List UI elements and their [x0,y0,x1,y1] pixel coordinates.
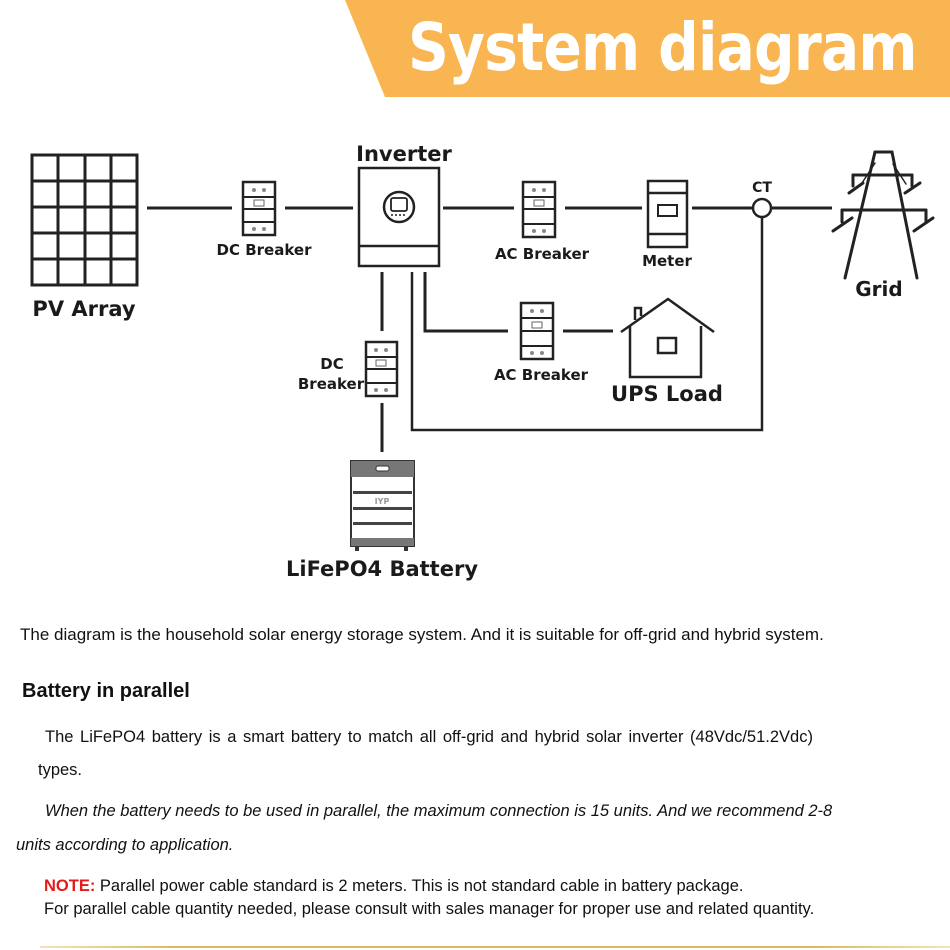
ct-label: CT [752,180,772,196]
ac-breaker-load-label: AC Breaker [494,366,589,384]
battery-label: LiFePO4 Battery [286,557,478,581]
wire-inverter-to-ac-breaker-load [423,272,508,333]
note-line-2: For parallel cable quantity needed, plea… [44,900,815,918]
ac-breaker-load-icon [519,301,555,361]
inverter-icon [357,166,441,268]
ct-sensor-icon [751,197,773,219]
paragraph-2-line-2: units according to application. [16,836,234,854]
note-label: NOTE: [44,877,96,895]
note-line-1: NOTE: Parallel power cable standard is 2… [44,877,743,896]
pv-array-label: PV Array [32,297,135,321]
section-heading: Battery in parallel [22,680,190,702]
inverter-label: Inverter [356,142,452,166]
wire-inverter-to-ct [410,218,764,432]
meter-label: Meter [642,252,692,270]
dc-breaker-icon [241,180,277,237]
battery-brand-label: IYP [375,497,390,506]
ac-breaker-icon [521,180,557,239]
pv-array-icon [30,153,139,287]
title-banner: System diagram [0,0,950,97]
grid-tower-icon [831,150,935,280]
banner-shape [345,0,950,97]
meter-icon [646,179,689,249]
dc-breaker-battery-icon [364,340,399,398]
system-diagram: IYP PV Array DC Breaker Inverter AC Brea… [30,142,935,581]
ups-load-label: UPS Load [611,382,723,406]
intro-text: The diagram is the household solar energ… [20,625,824,644]
dc-breaker-battery-label-line2: Breaker [298,375,365,393]
dc-breaker-label: DC Breaker [217,241,313,259]
page-title: System diagram [408,9,917,86]
dc-breaker-battery-label-line1: DC [320,355,343,373]
note-text: Parallel power cable standard is 2 meter… [95,877,744,895]
paragraph-1-line-2: types. [38,761,83,779]
house-icon [620,297,715,379]
bottom-divider [40,946,950,948]
paragraph-1-line-1: The LiFePO4 battery is a smart battery t… [45,728,813,746]
grid-label: Grid [855,277,902,301]
ac-breaker-label: AC Breaker [495,245,590,263]
battery-icon: IYP [350,460,415,551]
paragraph-2-line-1: When the battery needs to be used in par… [45,802,833,820]
